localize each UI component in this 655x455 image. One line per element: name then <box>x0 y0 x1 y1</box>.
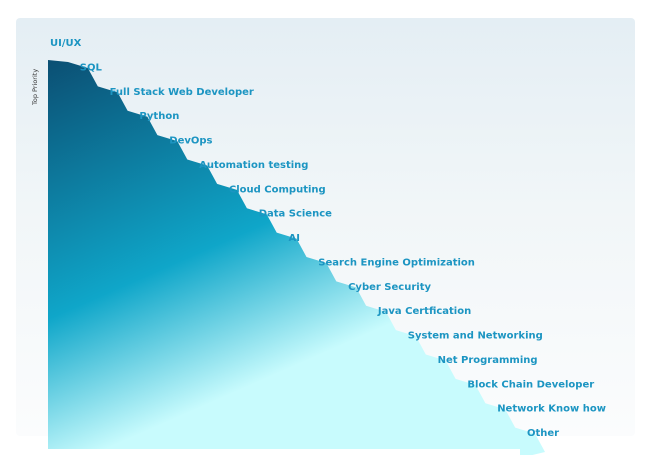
y-axis-label: Top Priority <box>31 69 39 106</box>
category-label: UI/UX <box>50 38 82 49</box>
category-label: DevOps <box>169 136 212 147</box>
category-label: Block Chain Developer <box>467 379 594 390</box>
category-label: Python <box>139 111 179 122</box>
category-label: Data Science <box>259 209 332 220</box>
category-label: Net Programming <box>438 355 538 366</box>
category-label: Other <box>527 428 559 439</box>
category-labels: UI/UX SQL Full Stack Web DeveloperPythonDe… <box>50 38 606 439</box>
category-label: Java Certfication <box>377 306 471 317</box>
priority-area <box>48 60 545 455</box>
category-label: Network Know how <box>497 404 606 415</box>
category-label: System and Networking <box>408 331 543 342</box>
category-label: Automation testing <box>199 160 308 171</box>
category-label: SQL <box>80 62 103 73</box>
category-label: Cloud Computing <box>229 184 326 195</box>
category-label: Search Engine Optimization <box>318 257 475 268</box>
category-label: AI <box>289 233 300 244</box>
category-label: Full Stack Web Developer <box>110 87 254 98</box>
category-label: Cyber Security <box>348 282 431 293</box>
